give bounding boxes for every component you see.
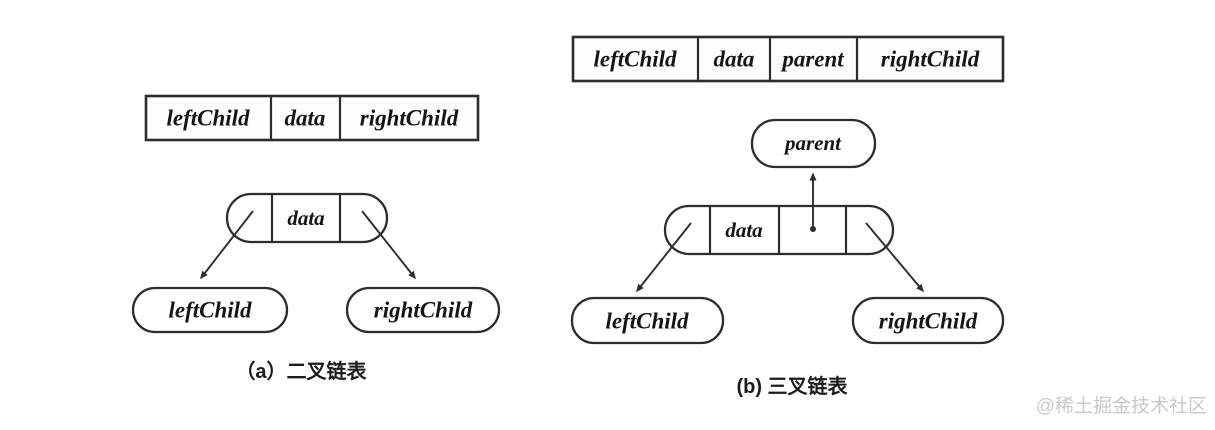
ternary-node-b: data bbox=[663, 204, 895, 256]
leftchild-oval-a-label: leftChild bbox=[168, 298, 252, 323]
arrow-b-leftchild bbox=[636, 222, 692, 293]
struct-cell-leftchild-b: leftChild bbox=[593, 47, 677, 72]
parent-oval-b-outline bbox=[750, 118, 877, 169]
rightchild-oval-b-label: rightChild bbox=[879, 309, 978, 334]
leftchild-oval-b-outline bbox=[570, 296, 725, 345]
parent-oval-b: parent bbox=[750, 118, 877, 169]
struct-table-a: leftChild data rightChild bbox=[144, 94, 480, 142]
struct-cell-rightchild-b: rightChild bbox=[881, 47, 980, 72]
caption-a: （a）二叉链表 bbox=[235, 359, 367, 383]
binary-node-a: data bbox=[225, 192, 389, 244]
rightchild-oval-a-label: rightChild bbox=[374, 298, 473, 323]
rightchild-oval-a: rightChild bbox=[345, 286, 501, 334]
struct-table-a-border bbox=[144, 94, 480, 142]
struct-table-b: leftChild data parent rightChild bbox=[571, 35, 1005, 83]
watermark: @稀土掘金技术社区 bbox=[1036, 395, 1207, 417]
struct-cell-data-b: data bbox=[714, 47, 755, 72]
leftchild-oval-b-label: leftChild bbox=[605, 309, 689, 334]
struct-table-b-border bbox=[571, 35, 1005, 83]
arrow-a-rightchild bbox=[361, 210, 416, 280]
rightchild-oval-b: rightChild bbox=[851, 296, 1005, 345]
ternary-node-b-data-label: data bbox=[725, 218, 762, 242]
struct-cell-leftchild-a: leftChild bbox=[166, 106, 250, 131]
struct-cell-rightchild-a: rightChild bbox=[360, 106, 459, 131]
struct-cell-parent-b: parent bbox=[780, 47, 844, 72]
arrow-a-leftchild bbox=[200, 210, 254, 280]
binary-node-a-data-label: data bbox=[287, 206, 324, 230]
leftchild-oval-b: leftChild bbox=[570, 296, 725, 345]
leftchild-oval-a: leftChild bbox=[131, 286, 289, 334]
caption-b: (b) 三叉链表 bbox=[736, 374, 848, 398]
diagram-a: leftChild data rightChild data leftChild bbox=[131, 94, 501, 383]
leftchild-oval-a-outline bbox=[131, 286, 289, 334]
rightchild-oval-a-outline bbox=[345, 286, 501, 334]
arrow-b-rightchild bbox=[865, 222, 924, 293]
rightchild-oval-b-outline bbox=[851, 296, 1005, 345]
binary-node-a-outline bbox=[225, 192, 389, 244]
parent-oval-b-label: parent bbox=[783, 131, 842, 155]
struct-cell-data-a: data bbox=[285, 106, 326, 131]
diagram-b: leftChild data parent rightChild parent … bbox=[570, 35, 1005, 398]
